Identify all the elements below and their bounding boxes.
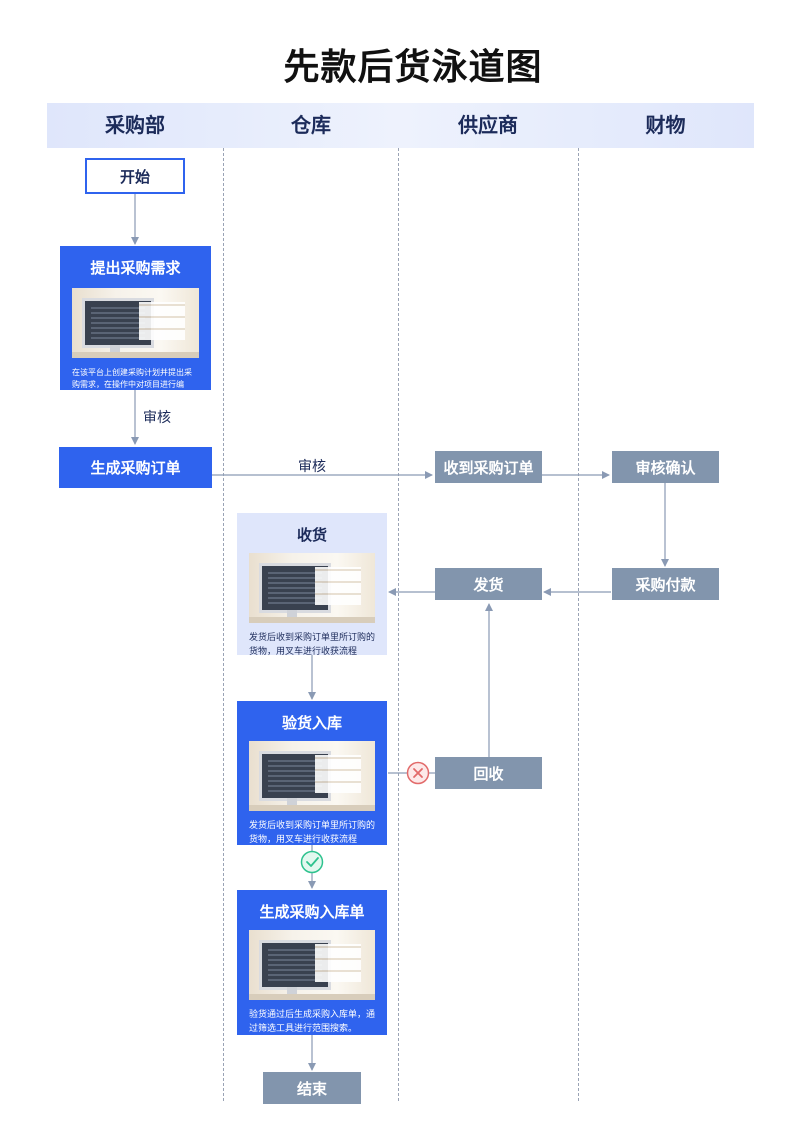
inspect-card[interactable]: 验货入库 发货后收到采购订单里所订购的货物，用叉车进行收获流程 [237, 701, 387, 845]
page-title: 先款后货泳道图 [283, 47, 543, 88]
card-description: 验货通过后生成采购入库单，通过筛选工具进行范围搜索。 [249, 1010, 376, 1034]
office-photo [249, 741, 375, 811]
end-node[interactable]: 结束 [263, 1072, 361, 1104]
review-confirm-node[interactable]: 审核确认 [612, 451, 719, 483]
card-description: 发货后收到采购订单里所订购的货物，用叉车进行收获流程 [249, 633, 376, 657]
edge-label-review: 审核 [143, 410, 171, 426]
lane-header-purchasing: 采购部 [47, 103, 223, 148]
office-photo [249, 930, 375, 1000]
card-description: 在该平台上创建采购计划并提出采购需求，在操作中对项目进行编辑。 [72, 368, 192, 401]
card-title: 生成采购入库单 [259, 903, 365, 921]
recall-node[interactable]: 回收 [435, 757, 542, 789]
create-receipt-card[interactable]: 生成采购入库单 验货通过后生成采购入库单，通过筛选工具进行范围搜索。 [237, 890, 387, 1035]
lane-header-finance: 财物 [577, 103, 754, 148]
lane-divider [223, 148, 224, 1101]
edge-label-review: 审核 [298, 459, 326, 475]
office-photo [249, 553, 375, 623]
card-description: 发货后收到采购订单里所订购的货物，用叉车进行收获流程 [249, 821, 376, 845]
lane-divider [578, 148, 579, 1101]
lane-divider [398, 148, 399, 1101]
receive-order-node[interactable]: 收到采购订单 [435, 451, 542, 483]
card-title: 验货入库 [281, 714, 342, 732]
approve-icon [300, 850, 324, 874]
lane-header-warehouse: 仓库 [223, 103, 399, 148]
card-title: 提出采购需求 [90, 259, 181, 277]
reject-icon [406, 761, 430, 785]
start-node[interactable]: 开始 [85, 158, 185, 194]
card-title: 收货 [296, 526, 327, 544]
create-order-node[interactable]: 生成采购订单 [59, 447, 212, 488]
receive-goods-card[interactable]: 收货 发货后收到采购订单里所订购的货物，用叉车进行收获流程 [237, 513, 387, 657]
ship-node[interactable]: 发货 [435, 568, 542, 600]
submit-demand-card[interactable]: 提出采购需求 在该平台上创建采购计划并提出采购需求，在操作中对项目进行编辑。 [60, 246, 211, 401]
pay-node[interactable]: 采购付款 [612, 568, 719, 600]
office-photo [72, 288, 199, 358]
lane-header-supplier: 供应商 [399, 103, 577, 148]
